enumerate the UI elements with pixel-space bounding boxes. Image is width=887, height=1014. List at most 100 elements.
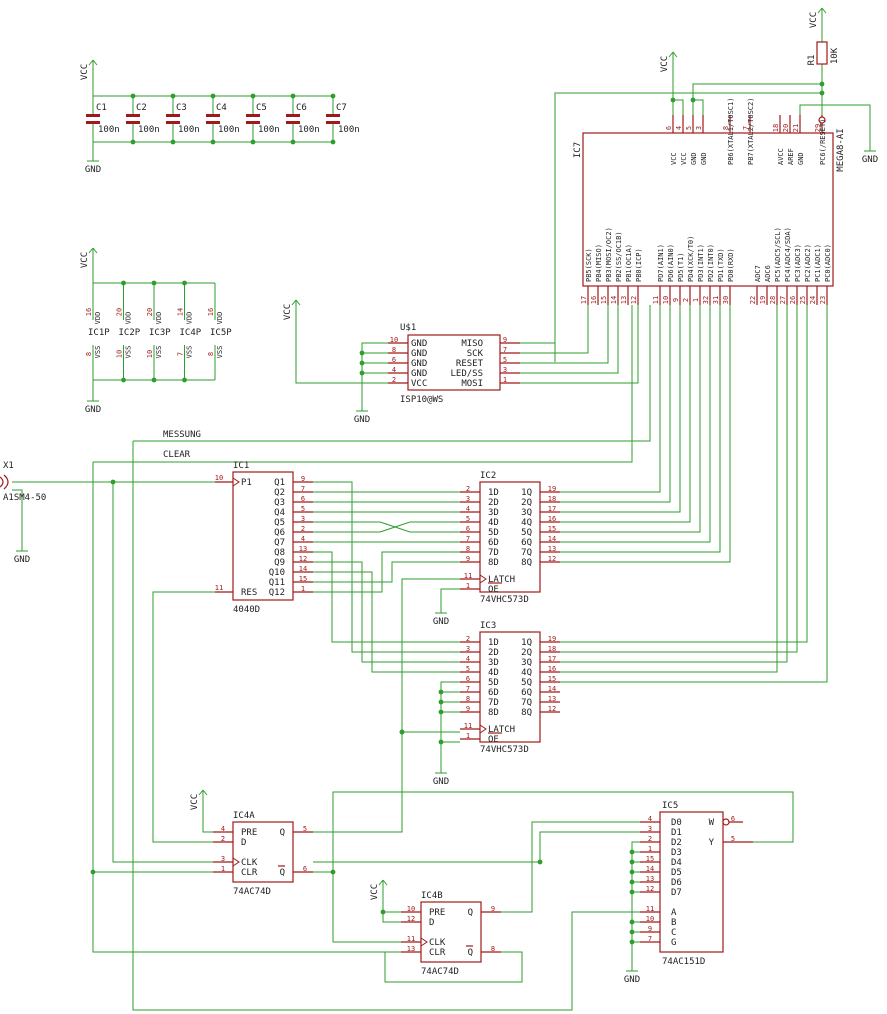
ic7-portd-pin-num: 10 (662, 296, 670, 304)
ic3-d-pin-num: 5 (466, 665, 470, 673)
ic2-d-pin-num: 5 (466, 515, 470, 523)
ic7-portc-pin-name: PC5(ADC5/SCL) (774, 227, 782, 282)
wire (554, 92, 822, 362)
ic5-left-pin-num: 12 (646, 885, 654, 893)
ic3-d-name: 8D (488, 708, 499, 718)
ic4b-right-name: Q (468, 908, 473, 918)
ic7-portc-pin-name: ADC6 (764, 265, 772, 282)
cap-plate (126, 121, 140, 124)
vcc-arrow (198, 789, 204, 796)
ic7-top-pin-num: 4 (675, 126, 683, 130)
junction (629, 849, 635, 855)
ic7-portb-pin-num: 15 (600, 296, 608, 304)
ic1-q-pin-num: 6 (301, 495, 305, 503)
ic7-top-pin-num: 8 (722, 126, 730, 130)
wire (313, 871, 401, 943)
ic3-q-pin-num: 18 (548, 645, 556, 653)
ic7-portd-pin-name: PD2(INT0) (707, 244, 715, 282)
ic5-left-pin-num: 10 (646, 915, 654, 923)
ic1-p1-pin-num: 10 (215, 474, 223, 482)
icp-ref: IC4P (180, 328, 202, 338)
wire (133, 305, 651, 442)
ic3-d-name: 7D (488, 698, 499, 708)
ic7-ref: IC7 (573, 142, 583, 158)
wire (799, 104, 871, 150)
vcc-arrow (88, 59, 94, 66)
cap-plate (246, 114, 260, 117)
x1-ref: X1 (3, 461, 14, 471)
ic1-q-name: Q12 (269, 588, 285, 598)
ic4a-right-name: Q (280, 868, 285, 878)
junction (670, 97, 676, 103)
ic2-latch-name: LATCH (488, 575, 515, 585)
ic2-d-pin-num: 2 (466, 485, 470, 493)
ic5-left-pin-num: 13 (646, 875, 654, 883)
ic7-body (582, 132, 834, 287)
reset-bubble (818, 116, 826, 124)
gnd-label: GND (14, 555, 30, 565)
ic2-q-pin-num: 13 (548, 545, 556, 553)
junction (819, 90, 825, 96)
vcc-arrow (672, 51, 678, 58)
ic7-portd-pin-name: PD7(AIN1) (657, 244, 665, 282)
ic2-d-pin-num: 8 (466, 545, 470, 553)
ic2-d-name: 7D (488, 548, 499, 558)
ic5-left-pin-num: 4 (648, 815, 652, 823)
vcc-arrow (202, 789, 208, 796)
icp-vss-name: VSS (94, 346, 102, 359)
gnd-label: GND (354, 415, 370, 425)
cap-ref: C7 (336, 103, 347, 113)
ic1-q-name: Q8 (274, 548, 285, 558)
icp-ref: IC1P (88, 328, 110, 338)
ic7-portd-pin-num: 9 (672, 298, 680, 302)
ic3-q-name: 4Q (521, 668, 532, 678)
ic1-q-pin-num: 1 (301, 585, 305, 593)
icp-vdd-name: VDD (94, 312, 102, 325)
ic3-q-pin-num: 13 (548, 695, 556, 703)
ic5-left-name: D5 (671, 868, 682, 878)
ic2-ref: IC2 (480, 471, 496, 481)
vcc-label: VCC (809, 12, 819, 28)
cap-plate (246, 121, 260, 124)
ic1-q-pin-num: 13 (299, 545, 307, 553)
ic7-portd-pin-num: 31 (712, 296, 720, 304)
ic5-left-pin-num: 14 (646, 865, 654, 873)
ic2-q-pin-num: 19 (548, 485, 556, 493)
wire (440, 588, 460, 612)
ic2-q-name: 4Q (521, 518, 532, 528)
ic3-q-pin-num: 15 (548, 675, 556, 683)
gnd-label: GND (85, 165, 101, 175)
junction (399, 729, 405, 735)
ic7-top-pin-num: 6 (665, 126, 673, 130)
ic4b-body (420, 901, 482, 963)
ic4a-right-name: Q (280, 828, 285, 838)
ic7-portc-pin-name: PC0(ADC0) (824, 244, 832, 282)
ic3-q-name: 2Q (521, 648, 532, 658)
isp-right-pin-num: 5 (503, 356, 507, 364)
ic5-left-name: D4 (671, 858, 682, 868)
ic4a-left-name: CLR (241, 868, 258, 878)
wire (631, 841, 640, 970)
wire (313, 551, 460, 643)
ic5-part: 74AC151D (662, 957, 705, 967)
gnd-label: GND (433, 777, 449, 787)
ic4b-left-pin-num: 13 (407, 945, 415, 953)
ic1-q-pin-num: 2 (301, 525, 305, 533)
wire (313, 571, 460, 673)
ic7-portd-pin-name: PD1(TXD) (717, 248, 725, 282)
wire (560, 305, 828, 683)
cap-plate (86, 121, 100, 124)
ic7-portb-pin-name: PB5(SCK) (585, 248, 593, 282)
ic4a-left-name: D (241, 838, 246, 848)
ic3-latch-pin-num: 11 (464, 722, 472, 730)
wire (313, 551, 460, 593)
isp-right-pin-name: LED/SS (450, 369, 483, 379)
junction (380, 909, 386, 915)
ic1-q-pin-num: 15 (299, 575, 307, 583)
ic3-d-name: 3D (488, 658, 499, 668)
wire (202, 806, 213, 833)
wire (560, 305, 721, 553)
isp-left-pin-name: VCC (411, 379, 427, 389)
cap-plate (206, 121, 220, 124)
vcc-arrow (295, 299, 301, 306)
